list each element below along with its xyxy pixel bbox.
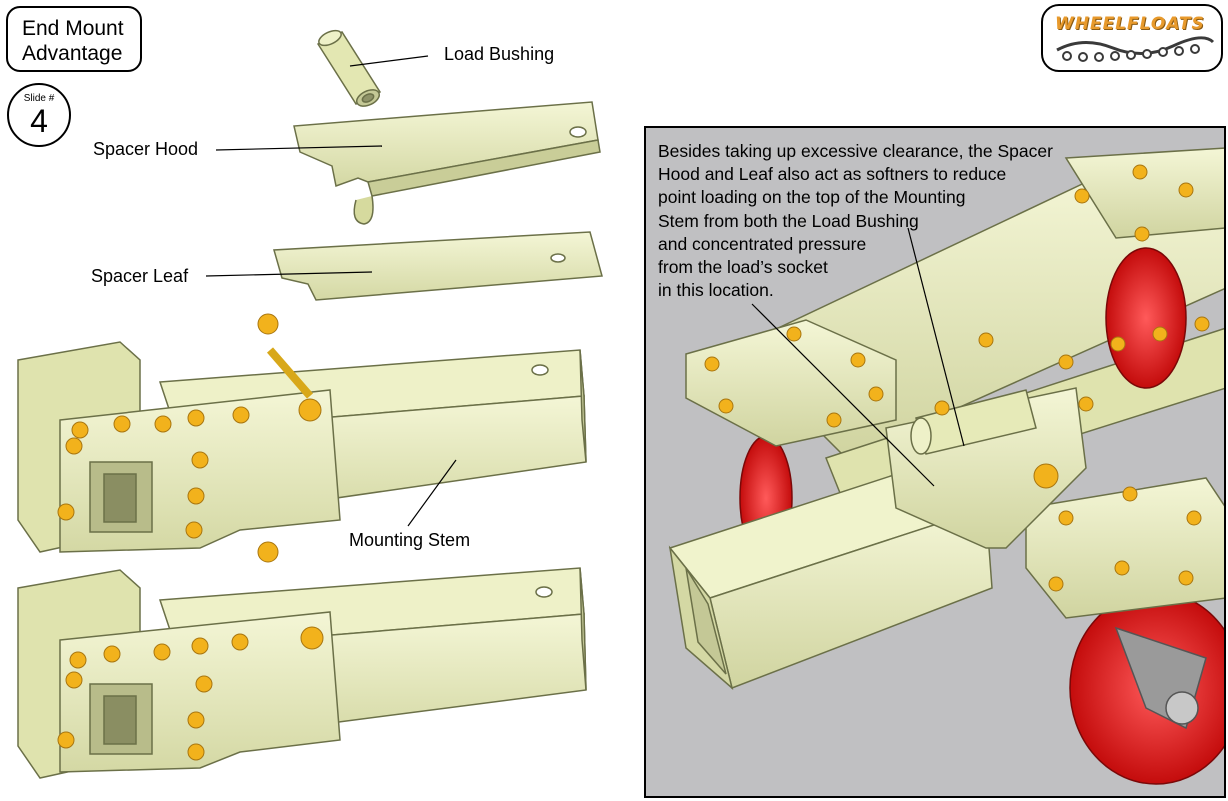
spacer-leaf-part [273, 231, 603, 301]
description-line: Hood and Leaf also act as softners to re… [658, 164, 1007, 185]
slide-number-label: Slide # [23, 93, 55, 104]
spacer-hood-part [293, 101, 601, 225]
logo-wave-icon [1056, 36, 1215, 62]
exploded-parts-illustration [17, 29, 603, 779]
description-line: point loading on the top of the Mounting [658, 187, 966, 208]
assembled-detail-illustration [668, 147, 1224, 785]
slide-number-badge: Slide # 4 [7, 83, 71, 147]
load-bushing-label: Load Bushing [444, 44, 555, 64]
spacer-leaf-label: Spacer Leaf [91, 266, 189, 286]
callout-leader-lines [205, 55, 457, 527]
slide-number: 4 [30, 103, 48, 139]
description-line: from the load’s socket [658, 257, 828, 278]
load-bushing-part [316, 29, 382, 107]
mounting-stem-assembly-bottom [17, 541, 587, 779]
spacer-hood-label: Spacer Hood [93, 139, 199, 159]
mounting-stem-assembly-top [17, 313, 587, 553]
description-line: in this location. [658, 280, 774, 301]
logo-text: WHEELFLOATS [1055, 14, 1205, 34]
description-line: Besides taking up excessive clearance, t… [658, 141, 1053, 161]
detail-panel: Besides taking up excessive clearance, t… [644, 126, 1226, 798]
title-line-1: End Mount [22, 17, 124, 40]
description-line: and concentrated pressure [658, 233, 867, 254]
mounting-stem-label: Mounting Stem [349, 530, 471, 550]
description-line: Stem from both the Load Bushing [658, 210, 919, 231]
title-line-2: Advantage [22, 42, 123, 65]
wheelfloats-logo: WHEELFLOATS [1041, 4, 1223, 72]
description-text: Besides taking up excessive clearance, t… [658, 140, 1053, 302]
slide-title: End Mount Advantage [6, 6, 142, 72]
